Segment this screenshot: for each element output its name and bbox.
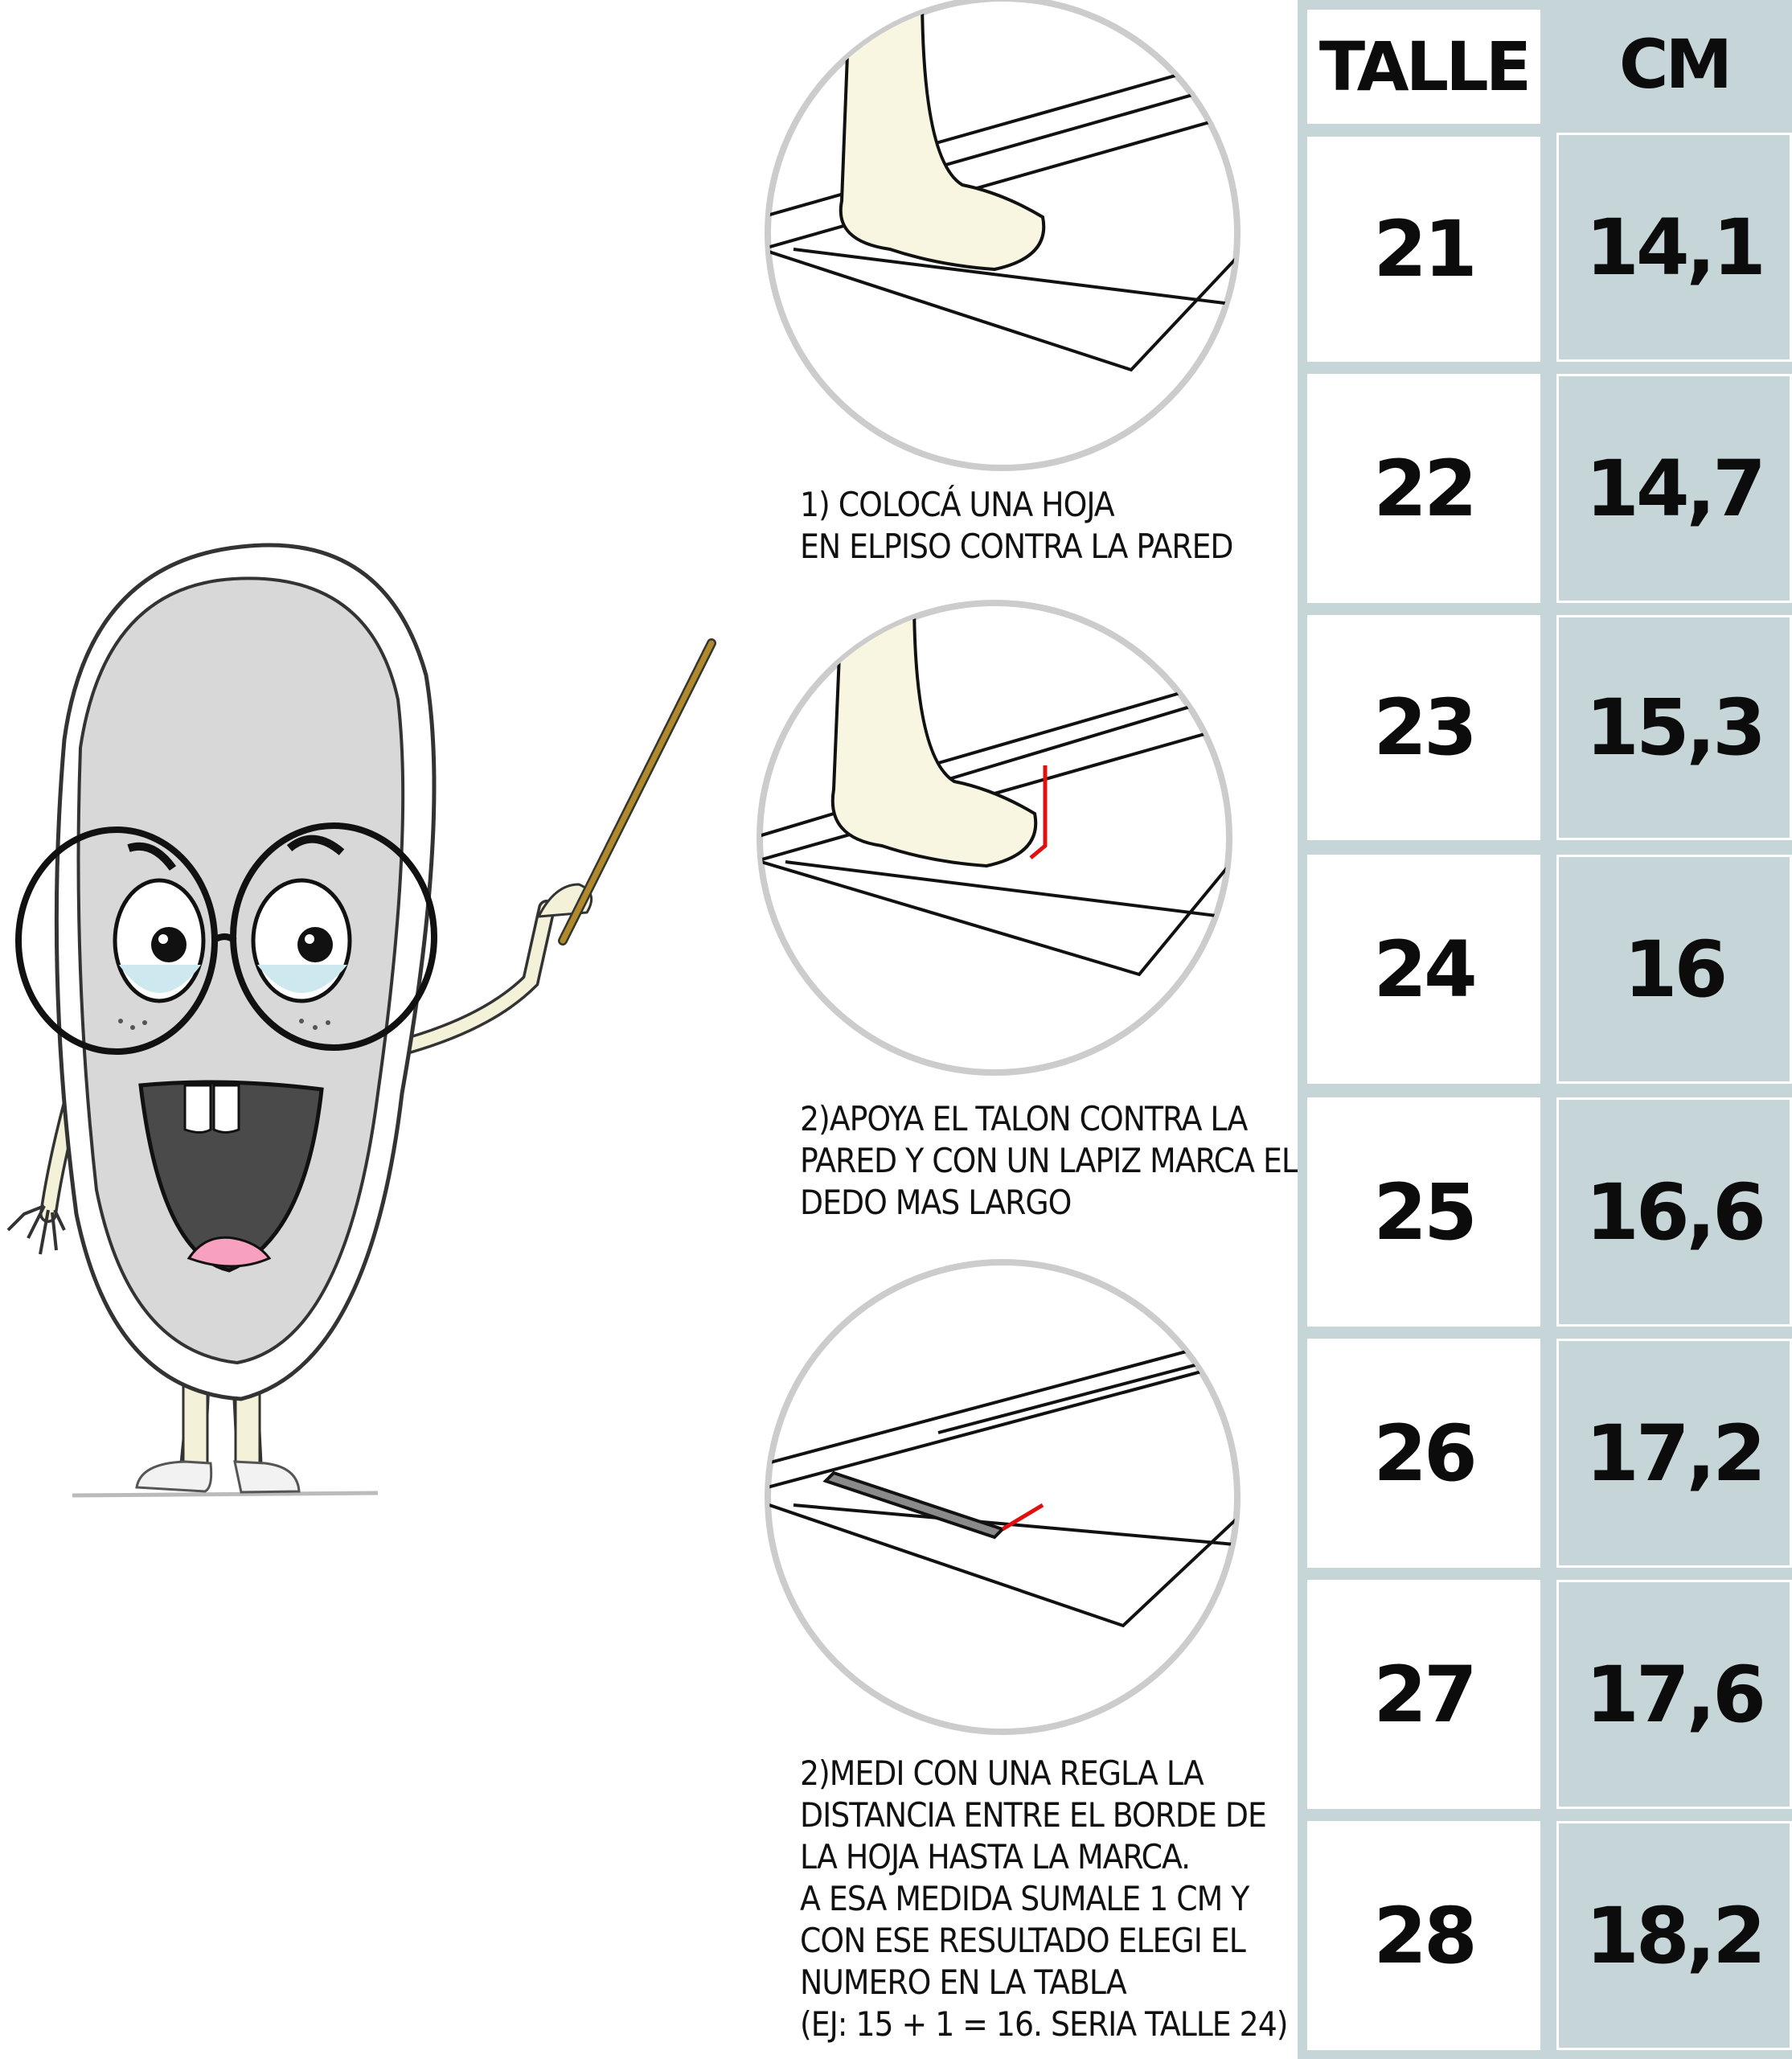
foot-icon xyxy=(830,605,1038,868)
table-cell-talle: 26 xyxy=(1307,1339,1540,1568)
paper-sheet-icon xyxy=(769,1495,1236,1628)
size-table: TALLE CM 21 14,1 22 14,7 23 15,3 24 16 2… xyxy=(1298,0,1792,2059)
header-talle: TALLE xyxy=(1307,10,1540,124)
freckles-icon xyxy=(118,1019,330,1030)
measure-mark-icon xyxy=(1001,1503,1044,1532)
step-2-illustration xyxy=(757,600,1232,1076)
step-3-instruction: 2)MEDi CON UNA REGLA LA DiSTANCiA ENTRE … xyxy=(800,1753,1288,2044)
table-cell-talle: 27 xyxy=(1307,1580,1540,1809)
step-2-instruction: 2)APOYA EL TALON CONTRA LA PARED Y CON U… xyxy=(800,1099,1298,1222)
shoe-right-icon xyxy=(233,1460,301,1494)
paper-sheet-icon xyxy=(769,232,1236,372)
shoe-left-icon xyxy=(135,1460,213,1493)
header-cm: CM xyxy=(1556,0,1792,129)
step-3-illustration xyxy=(765,1259,1240,1735)
table-cell-talle: 23 xyxy=(1307,615,1540,840)
step-1-instruction: 1) COLOCÁ UNA HOJA EN ELPISO CONTRA LA P… xyxy=(800,485,1234,566)
table-cell-cm: 16 xyxy=(1556,855,1792,1084)
foot-icon xyxy=(839,0,1046,272)
ground-line-icon xyxy=(72,1491,379,1498)
table-cell-cm: 14,7 xyxy=(1556,374,1792,603)
glasses-icon xyxy=(15,822,437,1055)
table-cell-talle: 24 xyxy=(1307,855,1540,1084)
table-cell-cm: 17,6 xyxy=(1556,1580,1792,1809)
teeth-icon xyxy=(183,1084,240,1134)
eyebrow-left-icon xyxy=(127,842,177,872)
table-cell-cm: 17,2 xyxy=(1556,1339,1792,1568)
eye-left-icon xyxy=(113,878,206,1003)
table-cell-talle: 21 xyxy=(1307,137,1540,362)
table-cell-talle: 25 xyxy=(1307,1097,1540,1327)
mascot-illustration xyxy=(6,543,716,1498)
pencil-mark-icon xyxy=(1029,765,1048,859)
wall-edge-icon xyxy=(769,1335,1236,1491)
step-1-illustration xyxy=(765,0,1240,471)
tongue-icon xyxy=(187,1236,272,1268)
table-cell-cm: 16,6 xyxy=(1556,1097,1792,1327)
eyebrow-right-icon xyxy=(286,835,345,855)
table-cell-talle: 28 xyxy=(1307,1821,1540,2050)
paper-sheet-icon xyxy=(761,836,1228,977)
left-hand-icon xyxy=(6,1204,66,1255)
table-cell-cm: 18,2 xyxy=(1556,1821,1792,2050)
table-cell-talle: 22 xyxy=(1307,374,1540,603)
table-cell-cm: 14,1 xyxy=(1556,133,1792,362)
table-cell-cm: 15,3 xyxy=(1556,615,1792,840)
eye-right-icon xyxy=(251,878,352,1003)
